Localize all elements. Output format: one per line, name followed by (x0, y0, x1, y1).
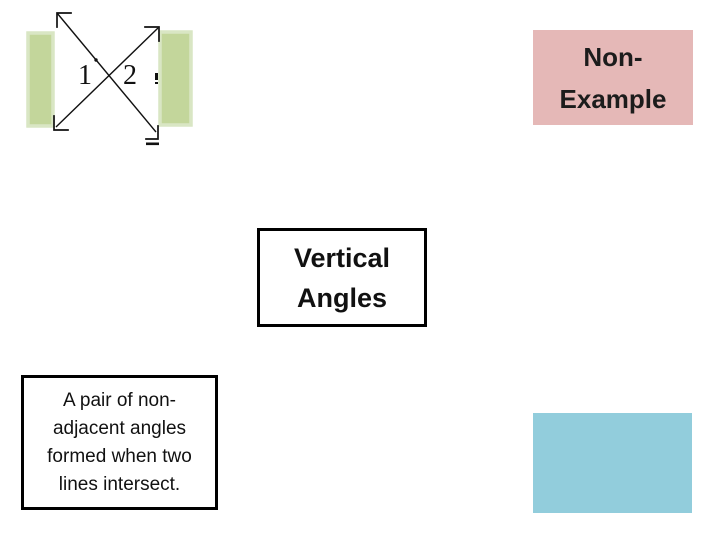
green-highlight-right[interactable] (158, 30, 193, 127)
arrowhead-top-left-icon (56, 12, 72, 28)
definition-line-1: A pair of non- (62, 389, 177, 411)
line-bl-tr (55, 27, 159, 128)
angle-label-2: 2 (123, 60, 137, 91)
non-example-card[interactable]: Non- Example (533, 30, 693, 125)
arrowhead-top-right-icon (144, 26, 160, 42)
arrowhead-bottom-right-icon (145, 125, 159, 140)
angle-label-1: 1 (78, 60, 92, 91)
vertical-angles-diagram[interactable]: 1 2 (0, 0, 220, 160)
arrowhead-bottom-right-dash (146, 142, 159, 146)
term-line-2: Angles (296, 282, 388, 313)
term-card[interactable]: Vertical Angles (257, 228, 427, 327)
term-line-1: Vertical (293, 242, 391, 273)
non-example-line-1: Non- (583, 41, 643, 72)
green-highlight-left[interactable] (26, 31, 55, 128)
definition-line-4: lines intersect. (58, 473, 181, 495)
definition-line-3: formed when two (47, 445, 192, 467)
arrowhead-bottom-left-icon (53, 115, 69, 131)
line-tl-br (56, 12, 157, 133)
definition-line-2: adjacent angles (52, 417, 187, 439)
point-on-line (94, 58, 98, 62)
definition-card[interactable]: A pair of non- adjacent angles formed wh… (21, 375, 218, 510)
non-example-line-2: Example (559, 83, 667, 114)
covered-label-fragment (155, 73, 158, 84)
example-card[interactable] (533, 413, 692, 513)
